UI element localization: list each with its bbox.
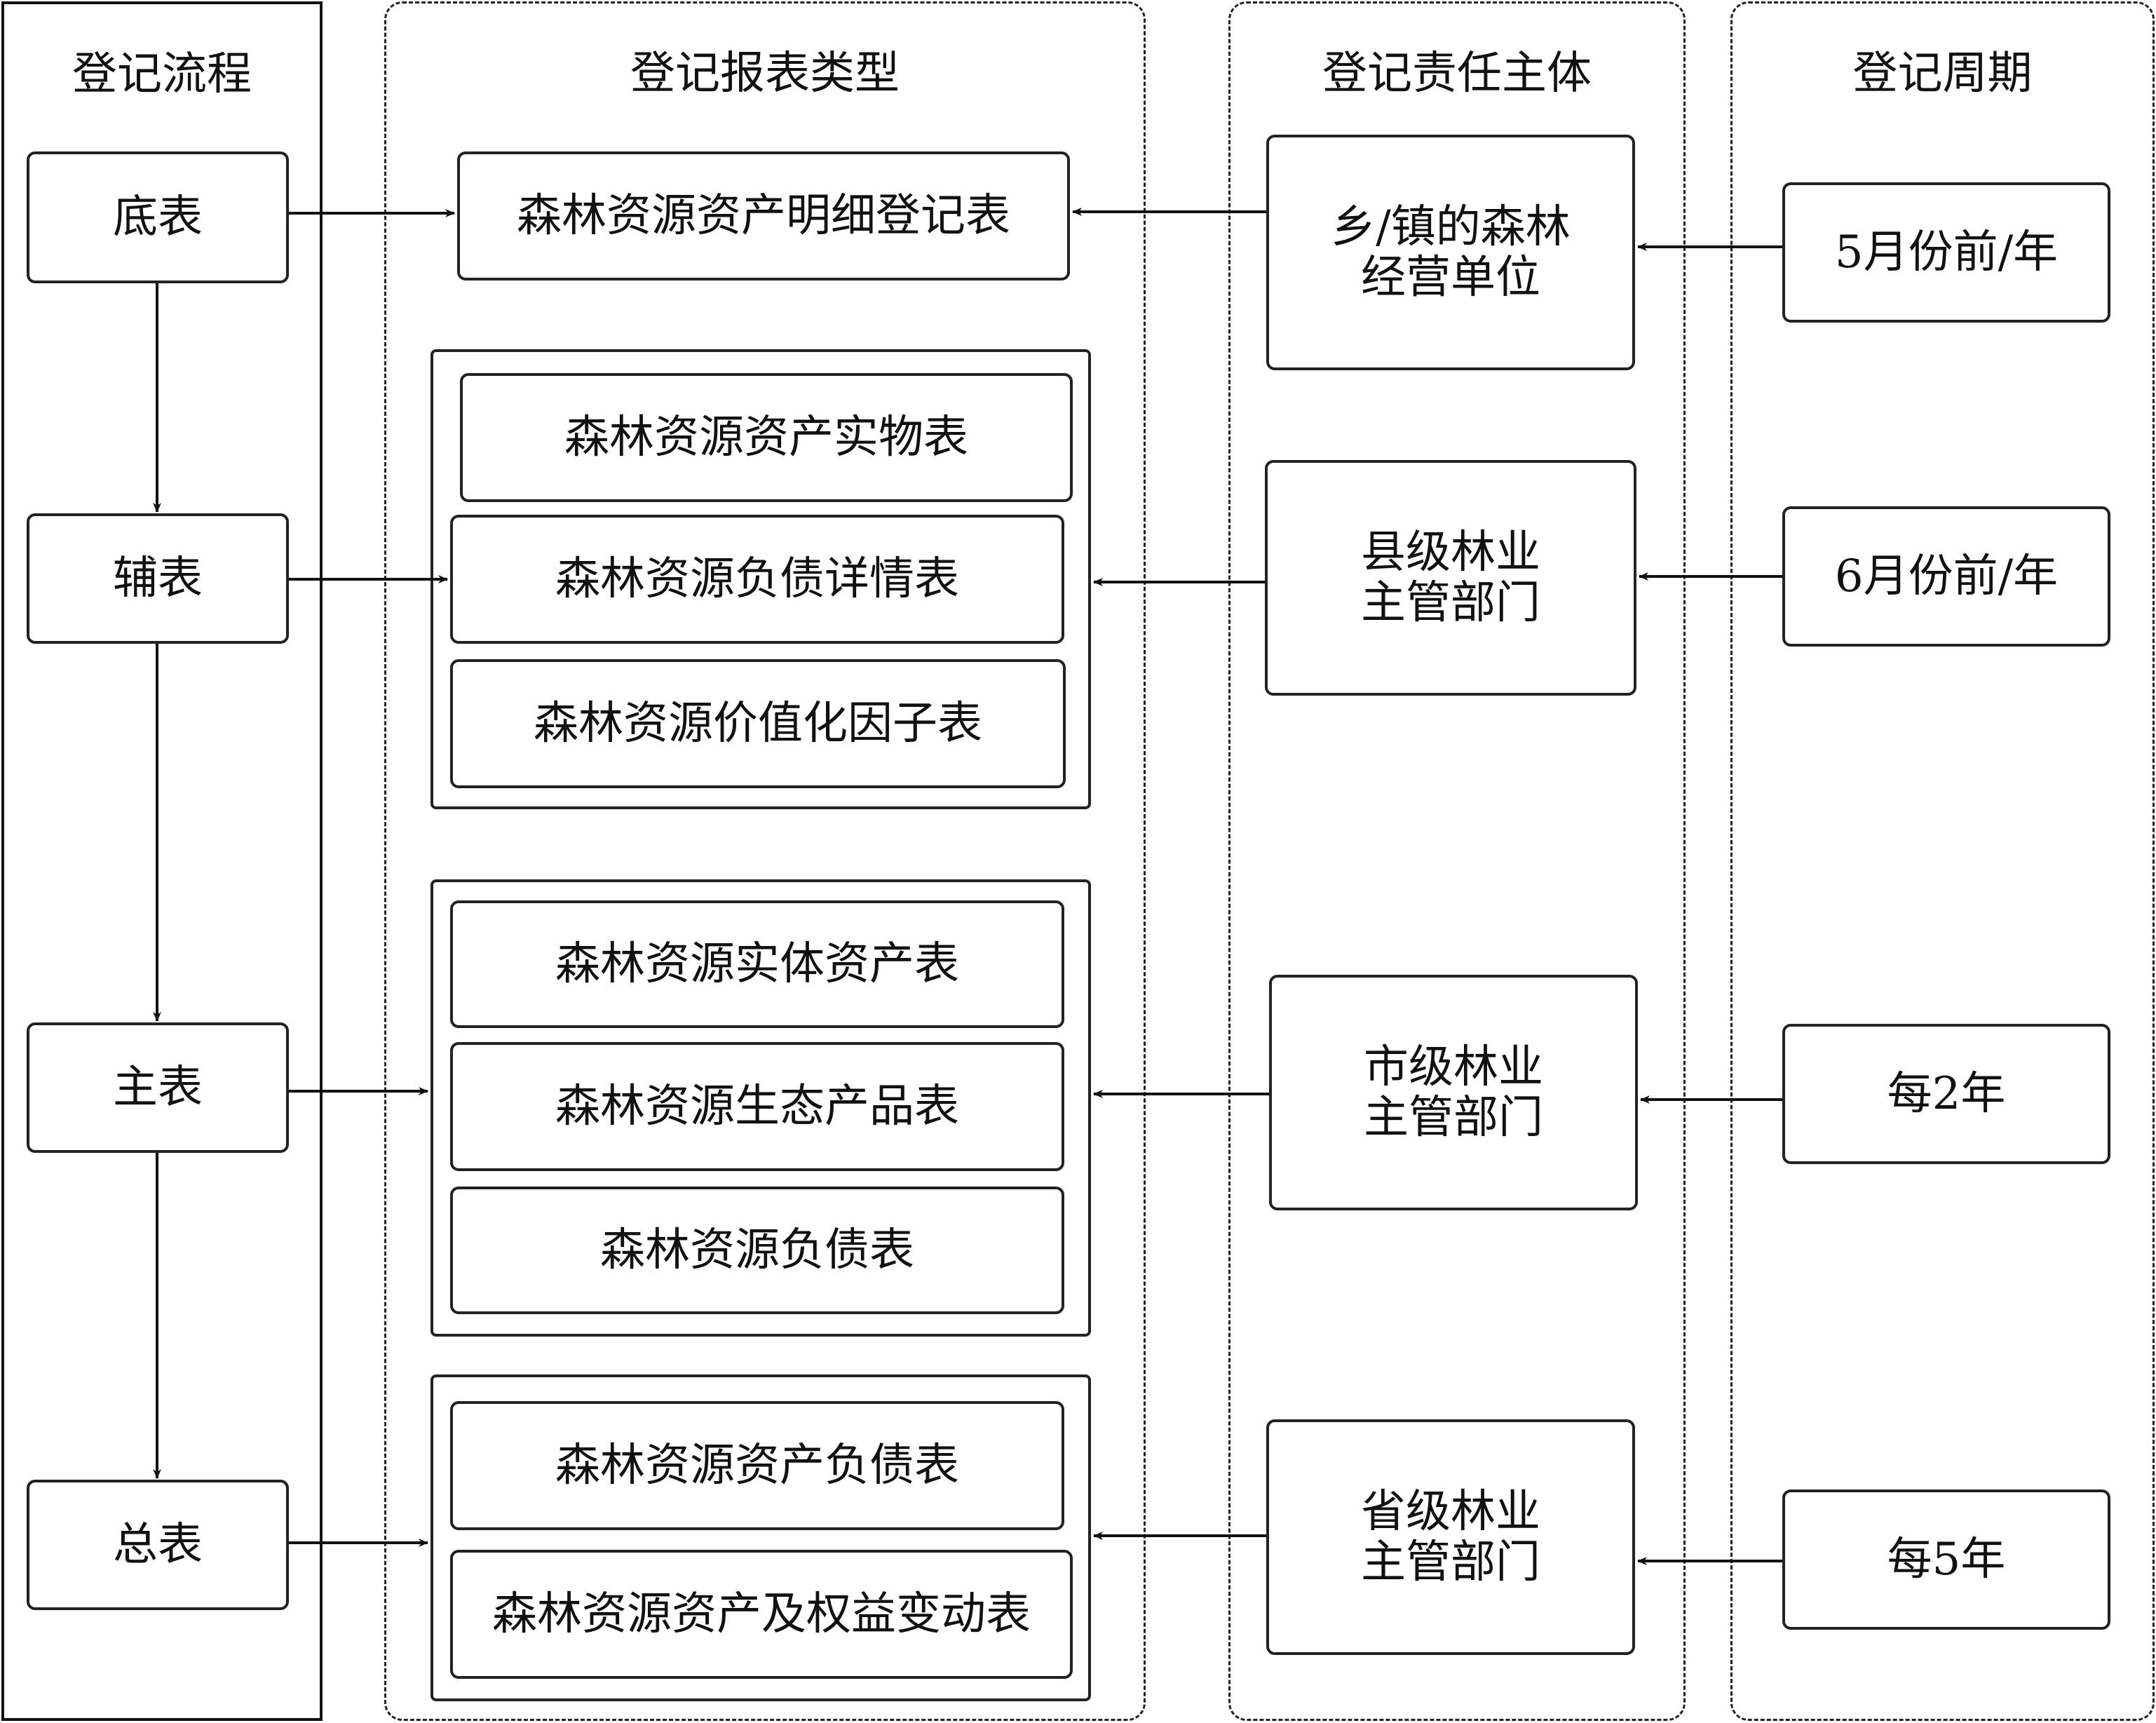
period-yearly-june: 6月份前/年 [1782,506,2110,647]
period-label: 5月份前/年 [1834,227,2059,278]
entity-label: 省级林业 主管部门 [1361,1486,1540,1588]
process-step-label: 主表 [113,1062,203,1114]
period-label: 6月份前/年 [1834,550,2059,602]
entity-city: 市级林业 主管部门 [1269,975,1638,1210]
responsible-column-title: 登记责任主体 [1322,48,1592,100]
report-label: 森林资源资产负债表 [555,1440,959,1492]
period-label: 每2年 [1887,1068,2006,1120]
entity-label: 县级林业 主管部门 [1361,527,1540,629]
process-step-label: 底表 [113,191,203,243]
report-label: 森林资源负债详情表 [555,553,959,605]
process-step-label: 辅表 [113,553,203,604]
period-label: 每5年 [1887,1534,2006,1586]
report-aux-liability-detail: 森林资源负债详情表 [450,515,1064,644]
report-total-balance-sheet: 森林资源资产负债表 [450,1401,1064,1530]
report-main-entity-assets: 森林资源实体资产表 [450,900,1064,1028]
responsible-column: 登记责任主体 [1228,1,1686,1721]
report-base-detail: 森林资源资产明细登记表 [457,151,1070,281]
entity-label: 乡/镇的森林 经营单位 [1331,201,1571,304]
process-step-label: 总表 [113,1519,203,1571]
process-column: 登记流程 [1,1,323,1721]
period-column: 登记周期 [1730,1,2155,1721]
report-types-column: 登记报表类型 [384,1,1146,1721]
entity-county: 县级林业 主管部门 [1265,460,1636,696]
period-every-5-years: 每5年 [1782,1489,2110,1630]
entity-label: 市级林业 主管部门 [1364,1041,1543,1144]
period-every-2-years: 每2年 [1782,1024,2110,1164]
entity-province: 省级林业 主管部门 [1266,1419,1635,1655]
report-label: 森林资源负债表 [600,1224,914,1276]
report-label: 森林资源资产实物表 [564,412,968,464]
report-label: 森林资源实体资产表 [555,938,959,990]
report-types-column-title: 登记报表类型 [630,48,900,100]
process-step-base: 底表 [27,151,289,283]
period-yearly-may: 5月份前/年 [1782,182,2110,323]
report-main-eco-products: 森林资源生态产品表 [450,1042,1064,1171]
process-step-aux: 辅表 [27,513,289,644]
report-label: 森林资源资产及权益变动表 [492,1588,1031,1640]
report-main-liabilities: 森林资源负债表 [450,1187,1064,1314]
report-label: 森林资源资产明细登记表 [517,190,1010,242]
report-label: 森林资源生态产品表 [555,1081,959,1133]
process-step-main: 主表 [27,1022,289,1153]
period-column-title: 登记周期 [1852,48,2033,100]
report-label: 森林资源价值化因子表 [534,698,982,750]
process-step-total: 总表 [27,1480,289,1610]
report-aux-value-factor: 森林资源价值化因子表 [450,659,1066,788]
report-aux-physical: 森林资源资产实物表 [460,373,1073,502]
process-column-title: 登记流程 [72,48,252,100]
report-total-equity-changes: 森林资源资产及权益变动表 [450,1550,1073,1679]
entity-township: 乡/镇的森林 经营单位 [1266,135,1635,370]
